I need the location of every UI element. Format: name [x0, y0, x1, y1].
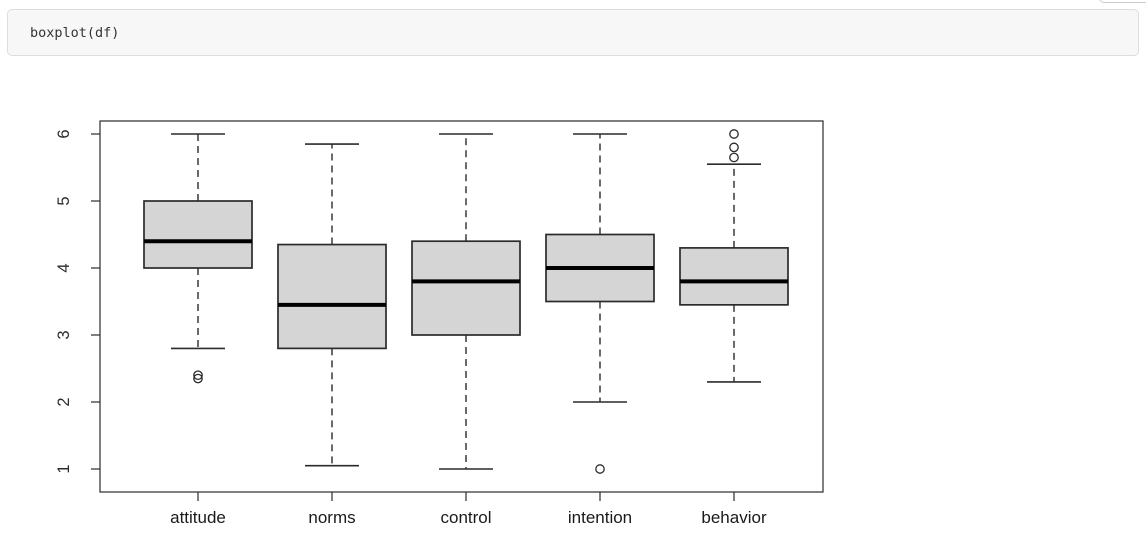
partial-toolbar-button[interactable] — [1099, 0, 1146, 3]
plot-border — [99, 120, 824, 493]
code-cell[interactable]: boxplot(df) — [7, 9, 1139, 56]
box-behavior — [679, 247, 789, 306]
outlier-behavior-3 — [729, 152, 739, 163]
x-axis-label-behavior: behavior — [701, 508, 767, 527]
x-axis-label-attitude: attitude — [170, 508, 226, 527]
box-norms — [277, 243, 387, 350]
outlier-attitude-1 — [193, 370, 203, 381]
y-axis-tick-label-5: 5 — [55, 196, 73, 205]
y-axis-tick-label-1: 1 — [55, 464, 73, 473]
boxplot-figure: 1 2 3 4 5 6 attitude norms control intention behav… — [0, 88, 1146, 543]
x-axis-label-intention: intention — [568, 508, 632, 527]
y-axis-tick-label-4: 4 — [55, 263, 73, 272]
code-text: boxplot(df) — [30, 24, 120, 41]
outlier-attitude-2 — [193, 373, 203, 384]
box-attitude — [143, 200, 253, 269]
outlier-behavior-1 — [729, 129, 739, 139]
y-axis-tick-label-3: 3 — [55, 330, 73, 339]
outlier-behavior-2 — [729, 142, 739, 153]
box-control — [411, 240, 521, 336]
x-axis-label-norms: norms — [308, 508, 355, 527]
y-axis-tick-label-6: 6 — [55, 129, 73, 138]
outlier-intention-1 — [595, 464, 605, 474]
x-axis-label-control: control — [440, 508, 491, 527]
boxplot-chart: 1 2 3 4 5 6 attitude norms control intention behav… — [55, 120, 824, 527]
y-axis-tick-label-2: 2 — [55, 397, 73, 406]
